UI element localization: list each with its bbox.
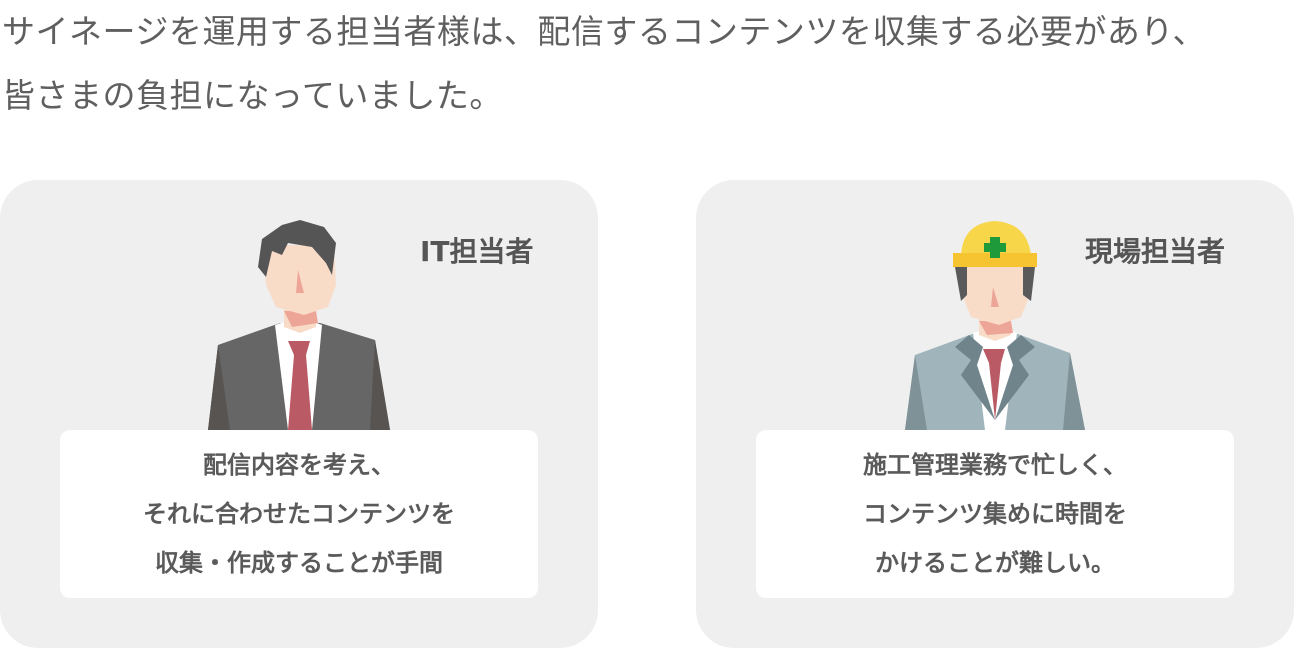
- issue-line: 配信内容を考え、: [203, 450, 395, 479]
- issue-line: 施工管理業務で忙しく、: [863, 450, 1127, 479]
- issue-line: コンテンツ集めに時間を: [863, 499, 1127, 528]
- field-staff-role-label: 現場担当者: [1085, 235, 1226, 268]
- intro-line-1: サイネージを運用する担当者様は、配信するコンテンツを収集する必要があり、: [2, 12, 1207, 51]
- field-staff-issue-bubble: 施工管理業務で忙しく、 コンテンツ集めに時間を かけることが難しい。: [756, 430, 1234, 598]
- issue-line: かけることが難しい。: [875, 548, 1115, 577]
- intro-line-2: 皆さまの負担になっていました。: [2, 76, 503, 115]
- construction-worker-icon: [895, 215, 1095, 430]
- it-staff-role-label: IT担当者: [420, 235, 534, 268]
- issue-line: それに合わせたコンテンツを: [143, 499, 455, 528]
- issue-line: 収集・作成することが手間: [155, 548, 443, 577]
- office-worker-icon: [200, 215, 400, 430]
- it-staff-issue-bubble: 配信内容を考え、 それに合わせたコンテンツを 収集・作成することが手間: [60, 430, 538, 598]
